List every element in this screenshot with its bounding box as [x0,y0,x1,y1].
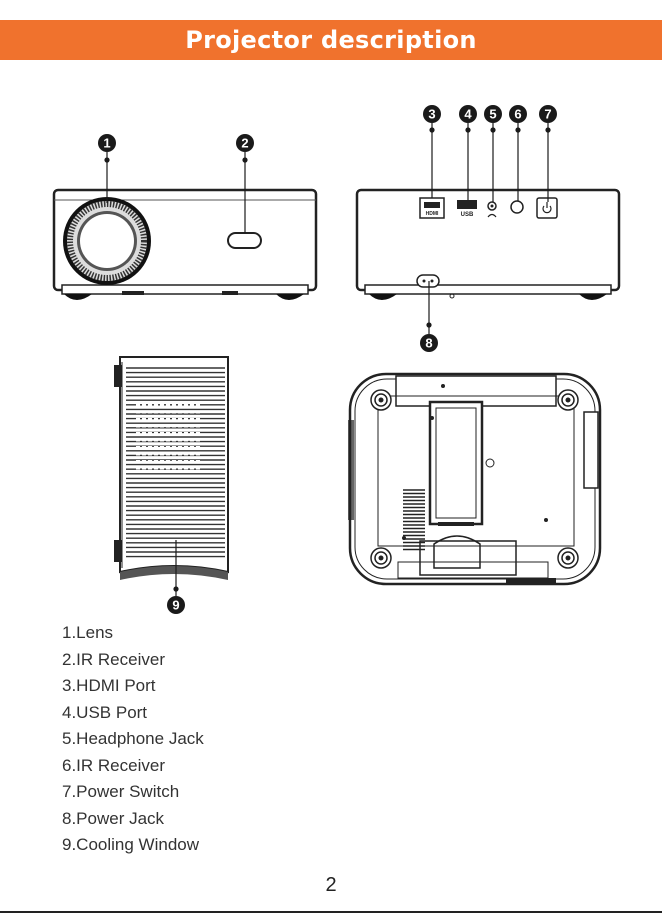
svg-text:3: 3 [428,107,435,122]
callout-3: 3 [423,105,441,123]
legend-item: 2.IR Receiver [62,647,204,674]
svg-text:USB: USB [461,212,474,218]
callout-2: 2 [236,134,254,152]
callout-6: 6 [509,105,527,123]
power-jack [417,275,439,287]
legend-item: 7.Power Switch [62,779,204,806]
callout-5: 5 [484,105,502,123]
ir-receiver-front [228,233,261,248]
callout-9: 9 [167,596,185,614]
front-view [54,190,316,300]
lens [63,197,151,285]
callout-1: 1 [98,134,116,152]
svg-text:7: 7 [544,107,551,122]
svg-text:9: 9 [172,598,179,613]
rear-view: HDMI USB [357,190,619,300]
parts-legend: 1.Lens 2.IR Receiver 3.HDMI Port 4.USB P… [62,620,204,859]
callout-4: 4 [459,105,477,123]
legend-item: 8.Power Jack [62,806,204,833]
power-switch [537,198,557,218]
svg-text:4: 4 [464,107,472,122]
bottom-rule [0,911,662,913]
hdmi-port: HDMI [420,198,444,218]
svg-text:1: 1 [103,136,110,151]
svg-text:8: 8 [425,336,432,351]
svg-text:5: 5 [489,107,496,122]
legend-item: 6.IR Receiver [62,753,204,780]
bottom-view [348,374,600,584]
svg-text:6: 6 [514,107,521,122]
callout-8: 8 [420,334,438,352]
page-number: 2 [0,874,662,897]
svg-text:HDMI: HDMI [426,211,439,217]
legend-item: 5.Headphone Jack [62,726,204,753]
ir-receiver-rear [511,201,523,213]
svg-text:2: 2 [241,136,248,151]
legend-item: 4.USB Port [62,700,204,727]
callout-7: 7 [539,105,557,123]
side-view [114,357,228,580]
legend-item: 9.Cooling Window [62,832,204,859]
legend-item: 3.HDMI Port [62,673,204,700]
legend-item: 1.Lens [62,620,204,647]
